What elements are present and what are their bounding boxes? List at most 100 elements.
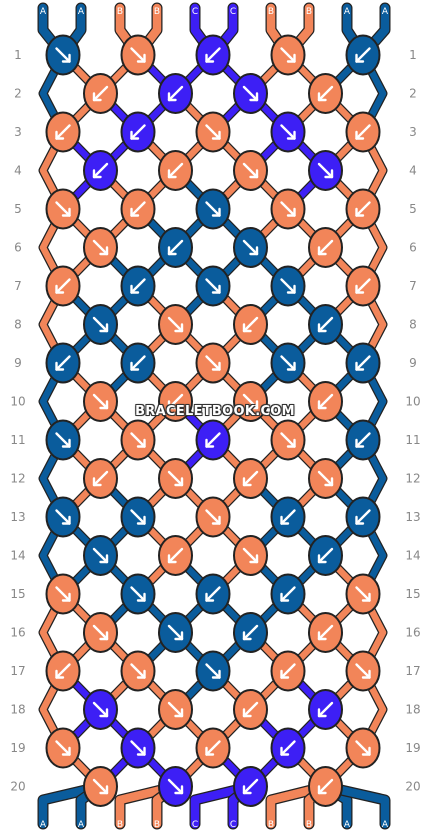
arrow-down-left-icon [130, 361, 140, 371]
arrow-down-left-icon [167, 554, 177, 564]
strand-top-letter: A [78, 7, 85, 17]
knot-arrow-shaft [92, 701, 109, 718]
row-number-right: 17 [405, 664, 420, 678]
knot-arrow-shaft [355, 432, 371, 448]
arrow-down-left-icon [130, 207, 140, 217]
knot [195, 419, 231, 461]
knot [308, 381, 343, 422]
knot [83, 689, 118, 730]
knot-arrow-shaft [355, 124, 371, 140]
knot [120, 573, 156, 615]
knot [45, 650, 81, 692]
arrow-down-right-icon [61, 592, 71, 602]
knot [345, 419, 381, 461]
knot [158, 766, 193, 807]
arrow-down-left-icon [242, 477, 252, 487]
strand-bottom-letter: A [78, 820, 85, 830]
knot [308, 458, 343, 499]
row-number-left: 9 [14, 356, 22, 370]
arrow-down-right-icon [211, 207, 221, 217]
knot [233, 227, 268, 268]
knot [345, 496, 381, 538]
arrow-down-right-icon [61, 515, 71, 525]
arrow-down-left-icon [317, 400, 327, 410]
arrow-down-right-icon [286, 53, 296, 63]
knot-arrow-shaft [55, 355, 71, 371]
knot [158, 73, 193, 114]
strand-bottom-letter: A [382, 820, 389, 830]
arrow-down-left-icon [355, 130, 365, 140]
knot [158, 458, 193, 499]
knot [120, 727, 156, 769]
watermark-text: BRACELETBOOK.COM [135, 404, 295, 419]
row-number-left: 13 [10, 510, 25, 524]
arrow-down-left-icon [205, 592, 215, 602]
row-number-right: 1 [409, 48, 417, 62]
knot-arrow-shaft [92, 239, 109, 256]
knot [45, 496, 81, 538]
knot-arrow-shaft [55, 586, 71, 602]
row-number-left: 8 [14, 318, 22, 332]
row-number-left: 1 [14, 48, 22, 62]
knot [120, 265, 156, 307]
knot-arrow-shaft [280, 663, 296, 679]
knot-arrow-shaft [92, 778, 109, 795]
knot-arrow-shaft [242, 316, 259, 333]
knot [83, 535, 118, 576]
arrow-down-right-icon [174, 708, 184, 718]
strand-bottom [190, 782, 255, 829]
knot [158, 535, 193, 576]
strand-top-letter: C [230, 7, 236, 17]
knot-arrow-shaft [55, 124, 71, 140]
knot [308, 304, 343, 345]
arrow-down-right-icon [211, 515, 221, 525]
arrow-down-right-icon [211, 130, 221, 140]
row-number-left: 15 [10, 587, 25, 601]
knot [233, 150, 268, 191]
knot [270, 265, 306, 307]
arrow-down-right-icon [99, 323, 109, 333]
knot [308, 689, 343, 730]
arrow-down-left-icon [317, 631, 327, 641]
knot-arrow-shaft [92, 393, 109, 410]
knot [308, 612, 343, 653]
knot-arrow-shaft [242, 162, 259, 179]
knot-arrow-shaft [167, 778, 184, 795]
arrow-down-left-icon [242, 323, 252, 333]
row-number-right: 11 [405, 433, 420, 447]
arrow-down-left-icon [167, 400, 177, 410]
knot [83, 73, 118, 114]
knot-layer [45, 34, 381, 807]
knot-arrow-shaft [55, 509, 71, 525]
row-number-left: 3 [14, 125, 22, 139]
arrow-down-right-icon [361, 669, 371, 679]
knot [195, 265, 231, 307]
arrow-down-right-icon [361, 592, 371, 602]
knot [270, 419, 306, 461]
arrow-down-right-icon [174, 631, 184, 641]
strand-top-letter: C [192, 7, 198, 17]
knot-arrow-shaft [55, 47, 71, 63]
row-number-right: 18 [405, 703, 420, 717]
arrow-down-left-icon [355, 361, 365, 371]
knot [158, 150, 193, 191]
row-number-right: 2 [409, 87, 417, 101]
arrow-down-left-icon [55, 361, 65, 371]
knot-arrow-shaft [355, 355, 371, 371]
arrow-down-left-icon [167, 169, 177, 179]
arrow-down-right-icon [136, 669, 146, 679]
knot-arrow-shaft [167, 393, 184, 410]
knot [308, 73, 343, 114]
knot-arrow-shaft [205, 124, 221, 140]
knot-arrow-shaft [205, 663, 221, 679]
arrow-down-left-icon [280, 746, 290, 756]
arrow-down-left-icon [130, 284, 140, 294]
knot [45, 573, 81, 615]
knot [83, 381, 118, 422]
knot [120, 419, 156, 461]
knot [345, 650, 381, 692]
knot [308, 227, 343, 268]
arrow-down-left-icon [280, 669, 290, 679]
strand-bottom-letter: B [268, 820, 274, 830]
